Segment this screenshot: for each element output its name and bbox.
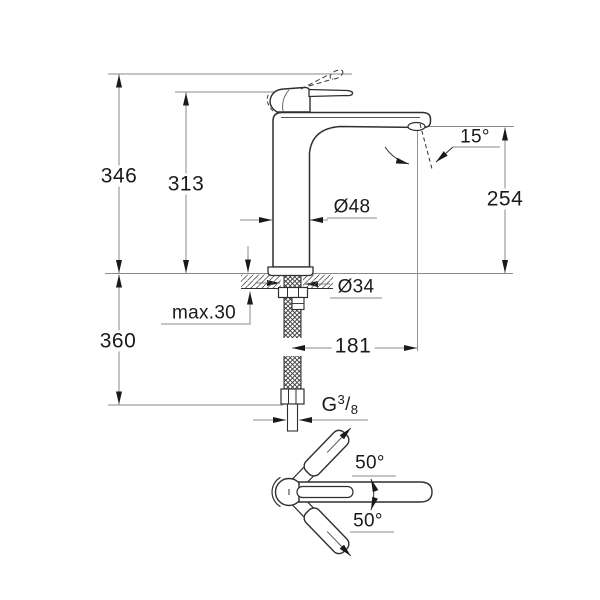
mounting-nut [277, 286, 309, 299]
spout-angle-annotation [384, 123, 454, 171]
handle-swing-down-label: 50° [350, 511, 386, 531]
aerator [407, 121, 426, 132]
thread-numerator: 3 [337, 392, 346, 407]
lever-raised-outline [266, 69, 344, 112]
base-plate [267, 266, 314, 277]
swivel-arc [370, 478, 379, 511]
dimension-body-diameter-label: Ø48 [330, 197, 374, 217]
dimension-projection-label: 181 [331, 335, 375, 357]
hose-connector [280, 388, 305, 405]
angle-leader [435, 146, 454, 163]
dimension-hole-diameter-label: Ø34 [334, 277, 378, 297]
supply-hose [277, 274, 309, 432]
thread-size-label: G3/8 [318, 392, 362, 417]
angle-arc-arrow [384, 146, 410, 165]
handle-top-view [271, 427, 433, 557]
lever-handle [308, 88, 354, 98]
spout-angle-label: 15° [457, 127, 493, 147]
thread-denominator: 8 [350, 402, 359, 417]
handle-swing-up-label: 50° [352, 453, 388, 473]
cartridge-cover [269, 86, 311, 113]
dimension-max-thickness-label: max.30 [168, 303, 240, 323]
thread-slash: / [345, 394, 351, 414]
dimension-overall-height-label: 346 [97, 165, 141, 187]
spout-axis-dashed [419, 123, 433, 171]
lever-slot [296, 485, 354, 499]
faucet-side-view [266, 69, 432, 277]
thread-prefix: G [321, 394, 338, 416]
dimension-body-height-label: 313 [164, 173, 208, 195]
dimension-outlet-height-label: 254 [483, 188, 527, 210]
faucet-body [272, 111, 432, 268]
dimension-hose-length-label: 360 [96, 330, 140, 352]
hose-end-tube [286, 403, 299, 432]
